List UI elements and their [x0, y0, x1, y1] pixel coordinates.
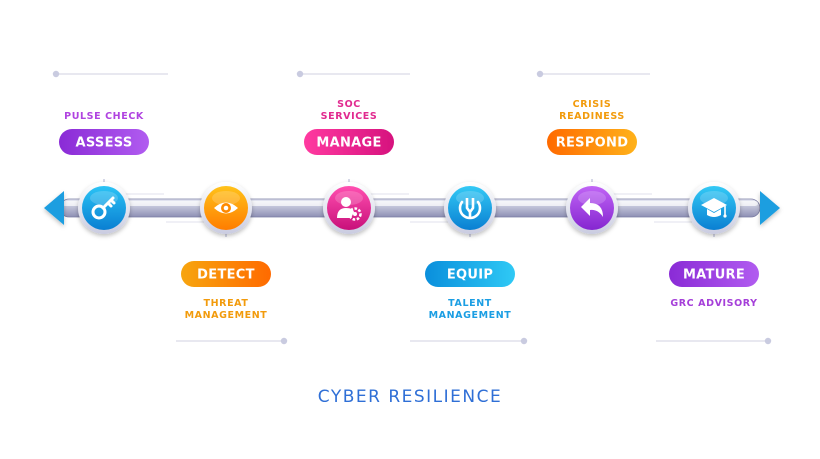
- step-label: RESPOND: [556, 136, 629, 151]
- step-label: EQUIP: [447, 268, 493, 283]
- step-sublabel: CRISIS: [573, 99, 612, 110]
- step-sublabel: GRC ADVISORY: [670, 298, 757, 309]
- node-circle: [448, 186, 492, 230]
- step-pill: [181, 261, 271, 287]
- step-label: MATURE: [683, 268, 745, 283]
- step-pill: [304, 129, 394, 155]
- step-pill: [547, 129, 637, 155]
- step-pill: [669, 261, 759, 287]
- step-label: ASSESS: [75, 136, 132, 151]
- step-mature: MATURE GRC ADVISORY: [654, 182, 759, 309]
- diagram-title: CYBER RESILIENCE: [318, 387, 503, 407]
- step-sublabel: TALENT: [448, 298, 492, 309]
- node-gloss: [212, 191, 240, 205]
- step-pill: [59, 129, 149, 155]
- step-sublabel: PULSE CHECK: [64, 111, 144, 122]
- step-sublabel: MANAGEMENT: [429, 310, 512, 321]
- guide-dot: [520, 337, 528, 345]
- step-sublabel: SERVICES: [321, 111, 378, 122]
- step-label: MANAGE: [316, 136, 381, 151]
- guide-dot: [280, 337, 288, 345]
- guide-dot: [536, 70, 544, 78]
- guide-dot: [52, 70, 60, 78]
- guide-lines: [52, 70, 772, 345]
- step-sublabel: SOC: [337, 99, 361, 110]
- step-sublabel: MANAGEMENT: [185, 310, 268, 321]
- key-icon: [91, 196, 116, 220]
- step-sublabel: READINESS: [559, 111, 625, 122]
- left-arrow-icon: [44, 191, 64, 225]
- step-label: DETECT: [197, 268, 255, 283]
- right-arrow-icon: [760, 191, 780, 225]
- node-gloss: [578, 191, 606, 205]
- step-sublabel: THREAT: [204, 298, 249, 309]
- step-pill: [425, 261, 515, 287]
- guide-dot: [296, 70, 304, 78]
- step-assess: ASSESS PULSE CHECK: [59, 111, 164, 234]
- track-highlight: [62, 201, 758, 206]
- user-gear-icon: [337, 197, 362, 221]
- wrench-icon: [458, 198, 482, 220]
- graduation-cap-icon: [701, 198, 727, 218]
- timeline-track: [44, 191, 780, 225]
- guide-dot: [764, 337, 772, 345]
- reply-arrow-icon: [581, 198, 603, 217]
- node-circle: [327, 186, 371, 230]
- eye-icon: [214, 202, 238, 214]
